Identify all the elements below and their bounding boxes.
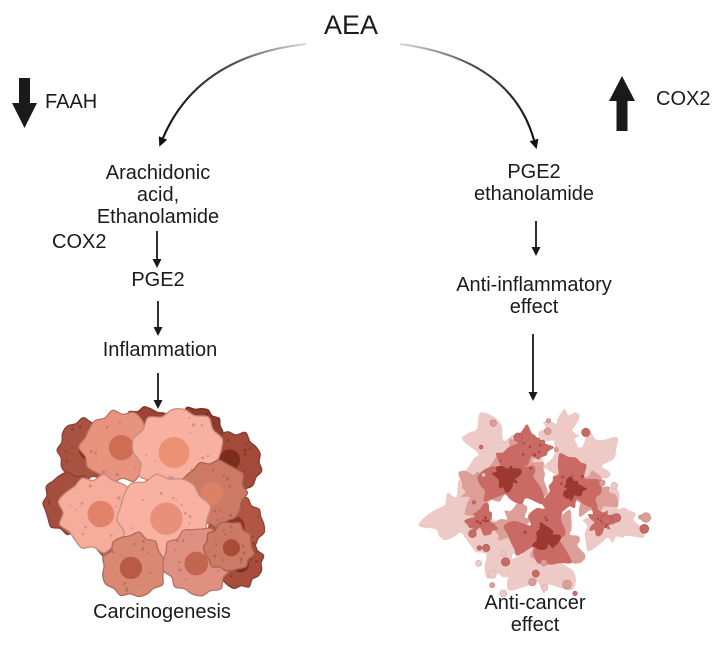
arrow-antiinflammatory-to-cells [528,334,538,401]
inflammation-label: Inflammation [102,339,218,361]
curved-arrow-aea-to-left [158,42,307,147]
left-metabolites-label: Arachidonic acid, Ethanolamide [96,162,220,228]
anticancer-cells-illustration [418,408,651,598]
cox2-left-label: COX2 [52,231,107,253]
cox2-increase-arrow-icon [609,76,635,131]
carcinogenesis-label: Carcinogenesis [93,601,231,623]
aea-label: AEA [323,10,379,40]
curved-arrow-aea-to-right [399,42,539,150]
carcinogenesis-cells-illustration [42,406,266,598]
anti-cancer-label: Anti-cancer effect [484,592,586,636]
pge2-label: PGE2 [131,269,185,291]
arrow-pge2-to-inflammation [153,301,163,336]
arrow-metabolites-to-pge2 [152,231,162,268]
arrow-ethanolamide-to-antiinflammatory [531,221,541,256]
right-metabolites-label: PGE2 ethanolamide [473,161,595,205]
faah-decrease-arrow-icon [12,78,37,128]
arrow-inflammation-to-cells [153,373,163,409]
anti-inflammatory-label: Anti-inflammatory effect [456,274,612,318]
faah-label: FAAH [45,91,98,113]
cox2-right-label: COX2 [656,88,711,110]
